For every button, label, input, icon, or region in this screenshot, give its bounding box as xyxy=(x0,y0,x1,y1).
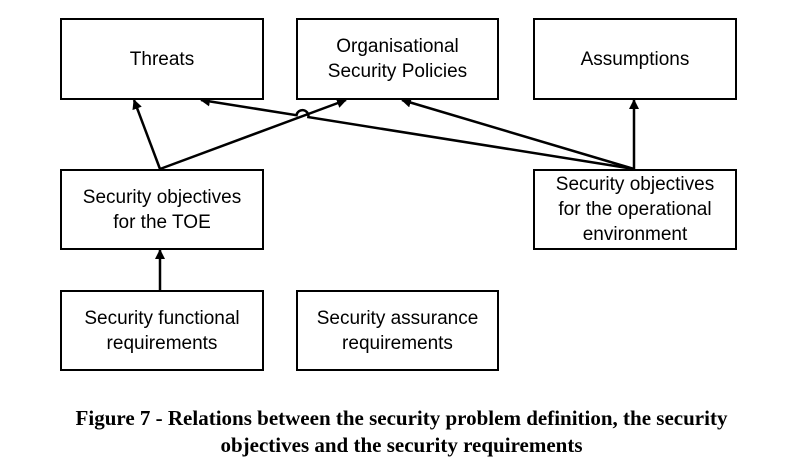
box-label-line: requirements xyxy=(106,332,218,354)
box-label-line: requirements xyxy=(342,332,453,354)
security-assurance-requirements-box: Security assurance requirements xyxy=(296,290,499,371)
box-label-line: Assumptions xyxy=(580,48,690,70)
assumptions-box: Assumptions xyxy=(533,18,737,100)
caption-line-2: objectives and the security requirements xyxy=(220,433,583,457)
arrow-objectives-env-to-osp xyxy=(401,97,635,171)
arrow-layer xyxy=(132,96,639,290)
box-label-line: Security assurance xyxy=(316,307,479,329)
box-label-line: environment xyxy=(582,224,688,245)
threats-box: Threats xyxy=(60,18,264,100)
figure-caption: Figure 7 - Relations between the securit… xyxy=(0,405,803,459)
arrow-objectives-toe-to-threats xyxy=(132,99,162,170)
security-objectives-operational-environment-box: Security objectives for the operational en… xyxy=(533,169,737,250)
box-label-line: for the operational xyxy=(558,199,712,220)
caption-line-1: Figure 7 - Relations between the securit… xyxy=(75,406,728,430)
arrow-objectives-toe-to-osp xyxy=(159,98,347,171)
box-label-line: Security objectives xyxy=(82,186,242,208)
box-label-line: Security functional xyxy=(84,307,240,329)
box-label-line: Organisational xyxy=(336,36,459,57)
security-functional-requirements-box: Security functional requirements xyxy=(60,290,264,371)
box-label-line: Security Policies xyxy=(327,61,468,82)
security-objectives-toe-box: Security objectives for the TOE xyxy=(60,169,264,250)
box-label-line: Threats xyxy=(129,48,195,70)
box-label-line: for the TOE xyxy=(113,211,211,233)
box-label-line: Security objectives xyxy=(555,174,715,195)
arrow-objectives-env-to-threats xyxy=(200,96,635,171)
